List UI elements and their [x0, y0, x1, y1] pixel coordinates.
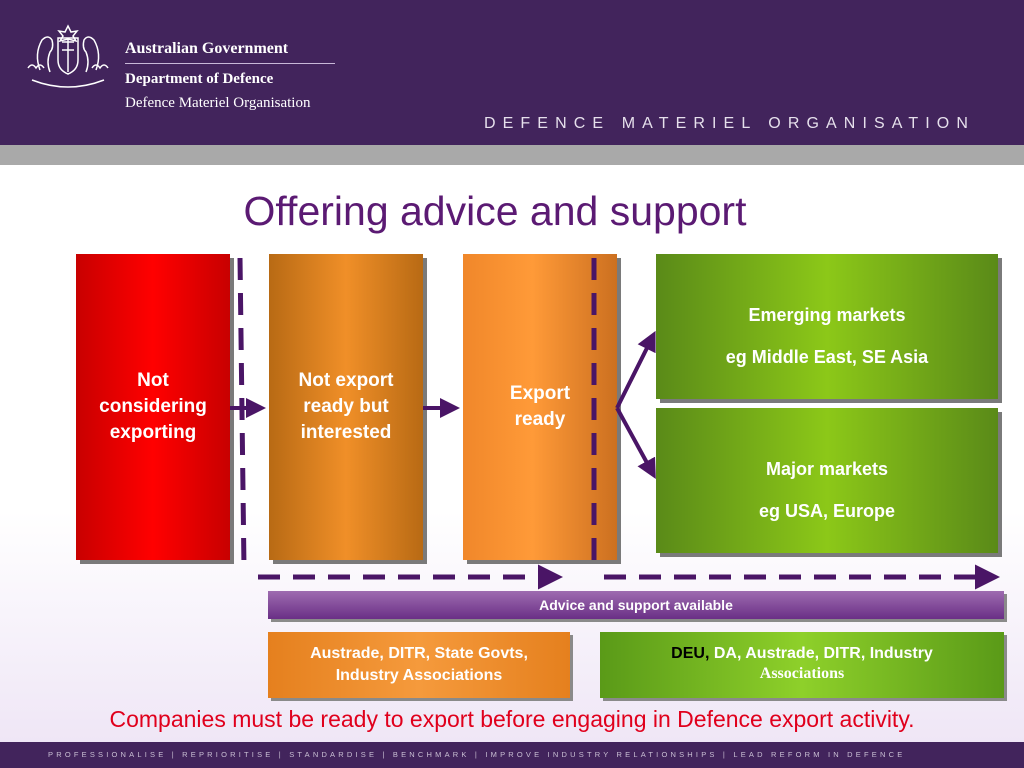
- support-agencies-right: DEU, DA, Austrade, DITR, Industry Associ…: [600, 632, 1004, 698]
- header-divider: [125, 63, 335, 64]
- dmo-banner: DEFENCE MATERIEL ORGANISATION: [484, 115, 975, 132]
- stage-label-line: interested: [300, 422, 392, 443]
- stage-not-export-ready: Not export ready but interested: [269, 254, 423, 560]
- stage-label-line: Export: [509, 383, 571, 404]
- export-readiness-note: Companies must be ready to export before…: [109, 706, 915, 732]
- major-markets-box: Major markets eg USA, Europe: [656, 408, 998, 553]
- organisation-name: Defence Materiel Organisation: [125, 95, 311, 111]
- support-right-line2: Associations: [759, 665, 845, 682]
- support-left-line: Austrade, DITR, State Govts,: [310, 645, 528, 662]
- major-markets-example: eg USA, Europe: [758, 501, 896, 521]
- dashed-divider-line: [237, 257, 247, 569]
- emerging-markets-box: Emerging markets eg Middle East, SE Asia: [656, 254, 998, 399]
- stage-label-line: Not: [137, 370, 169, 391]
- stage-label-line: Not export: [298, 370, 394, 391]
- advice-support-bar: Advice and support available: [268, 591, 1004, 619]
- stage-export-ready: Export ready: [463, 254, 617, 560]
- major-markets-title: Major markets: [765, 459, 889, 479]
- stage-label-line: exporting: [109, 422, 197, 443]
- government-title: Australian Government: [125, 40, 289, 57]
- footer-band: [0, 742, 1024, 768]
- stage-not-considering: Not considering exporting: [76, 254, 230, 560]
- support-agencies-left: Austrade, DITR, State Govts, Industry As…: [268, 632, 570, 698]
- support-right-line: DA, Austrade, DITR, Industry: [709, 645, 933, 662]
- support-left-line: Industry Associations: [335, 667, 503, 684]
- emerging-markets-example: eg Middle East, SE Asia: [725, 347, 929, 367]
- stage-label-line: ready: [514, 409, 566, 430]
- header-band: [0, 0, 1024, 145]
- stage-label-line: considering: [99, 396, 207, 417]
- flow-arrow: [615, 407, 656, 480]
- coat-of-arms-icon: [27, 24, 109, 88]
- stage-label-line: ready but: [303, 396, 389, 417]
- deu-label: DEU,: [671, 645, 710, 662]
- footer-values-text: PROFESSIONALISE | REPRIORITISE | STANDAR…: [48, 750, 906, 759]
- header-grey-strip: [0, 145, 1024, 165]
- emerging-markets-title: Emerging markets: [748, 305, 906, 325]
- slide-title: Offering advice and support: [243, 188, 747, 234]
- flow-arrow: [615, 330, 656, 409]
- department-name: Department of Defence: [125, 71, 274, 87]
